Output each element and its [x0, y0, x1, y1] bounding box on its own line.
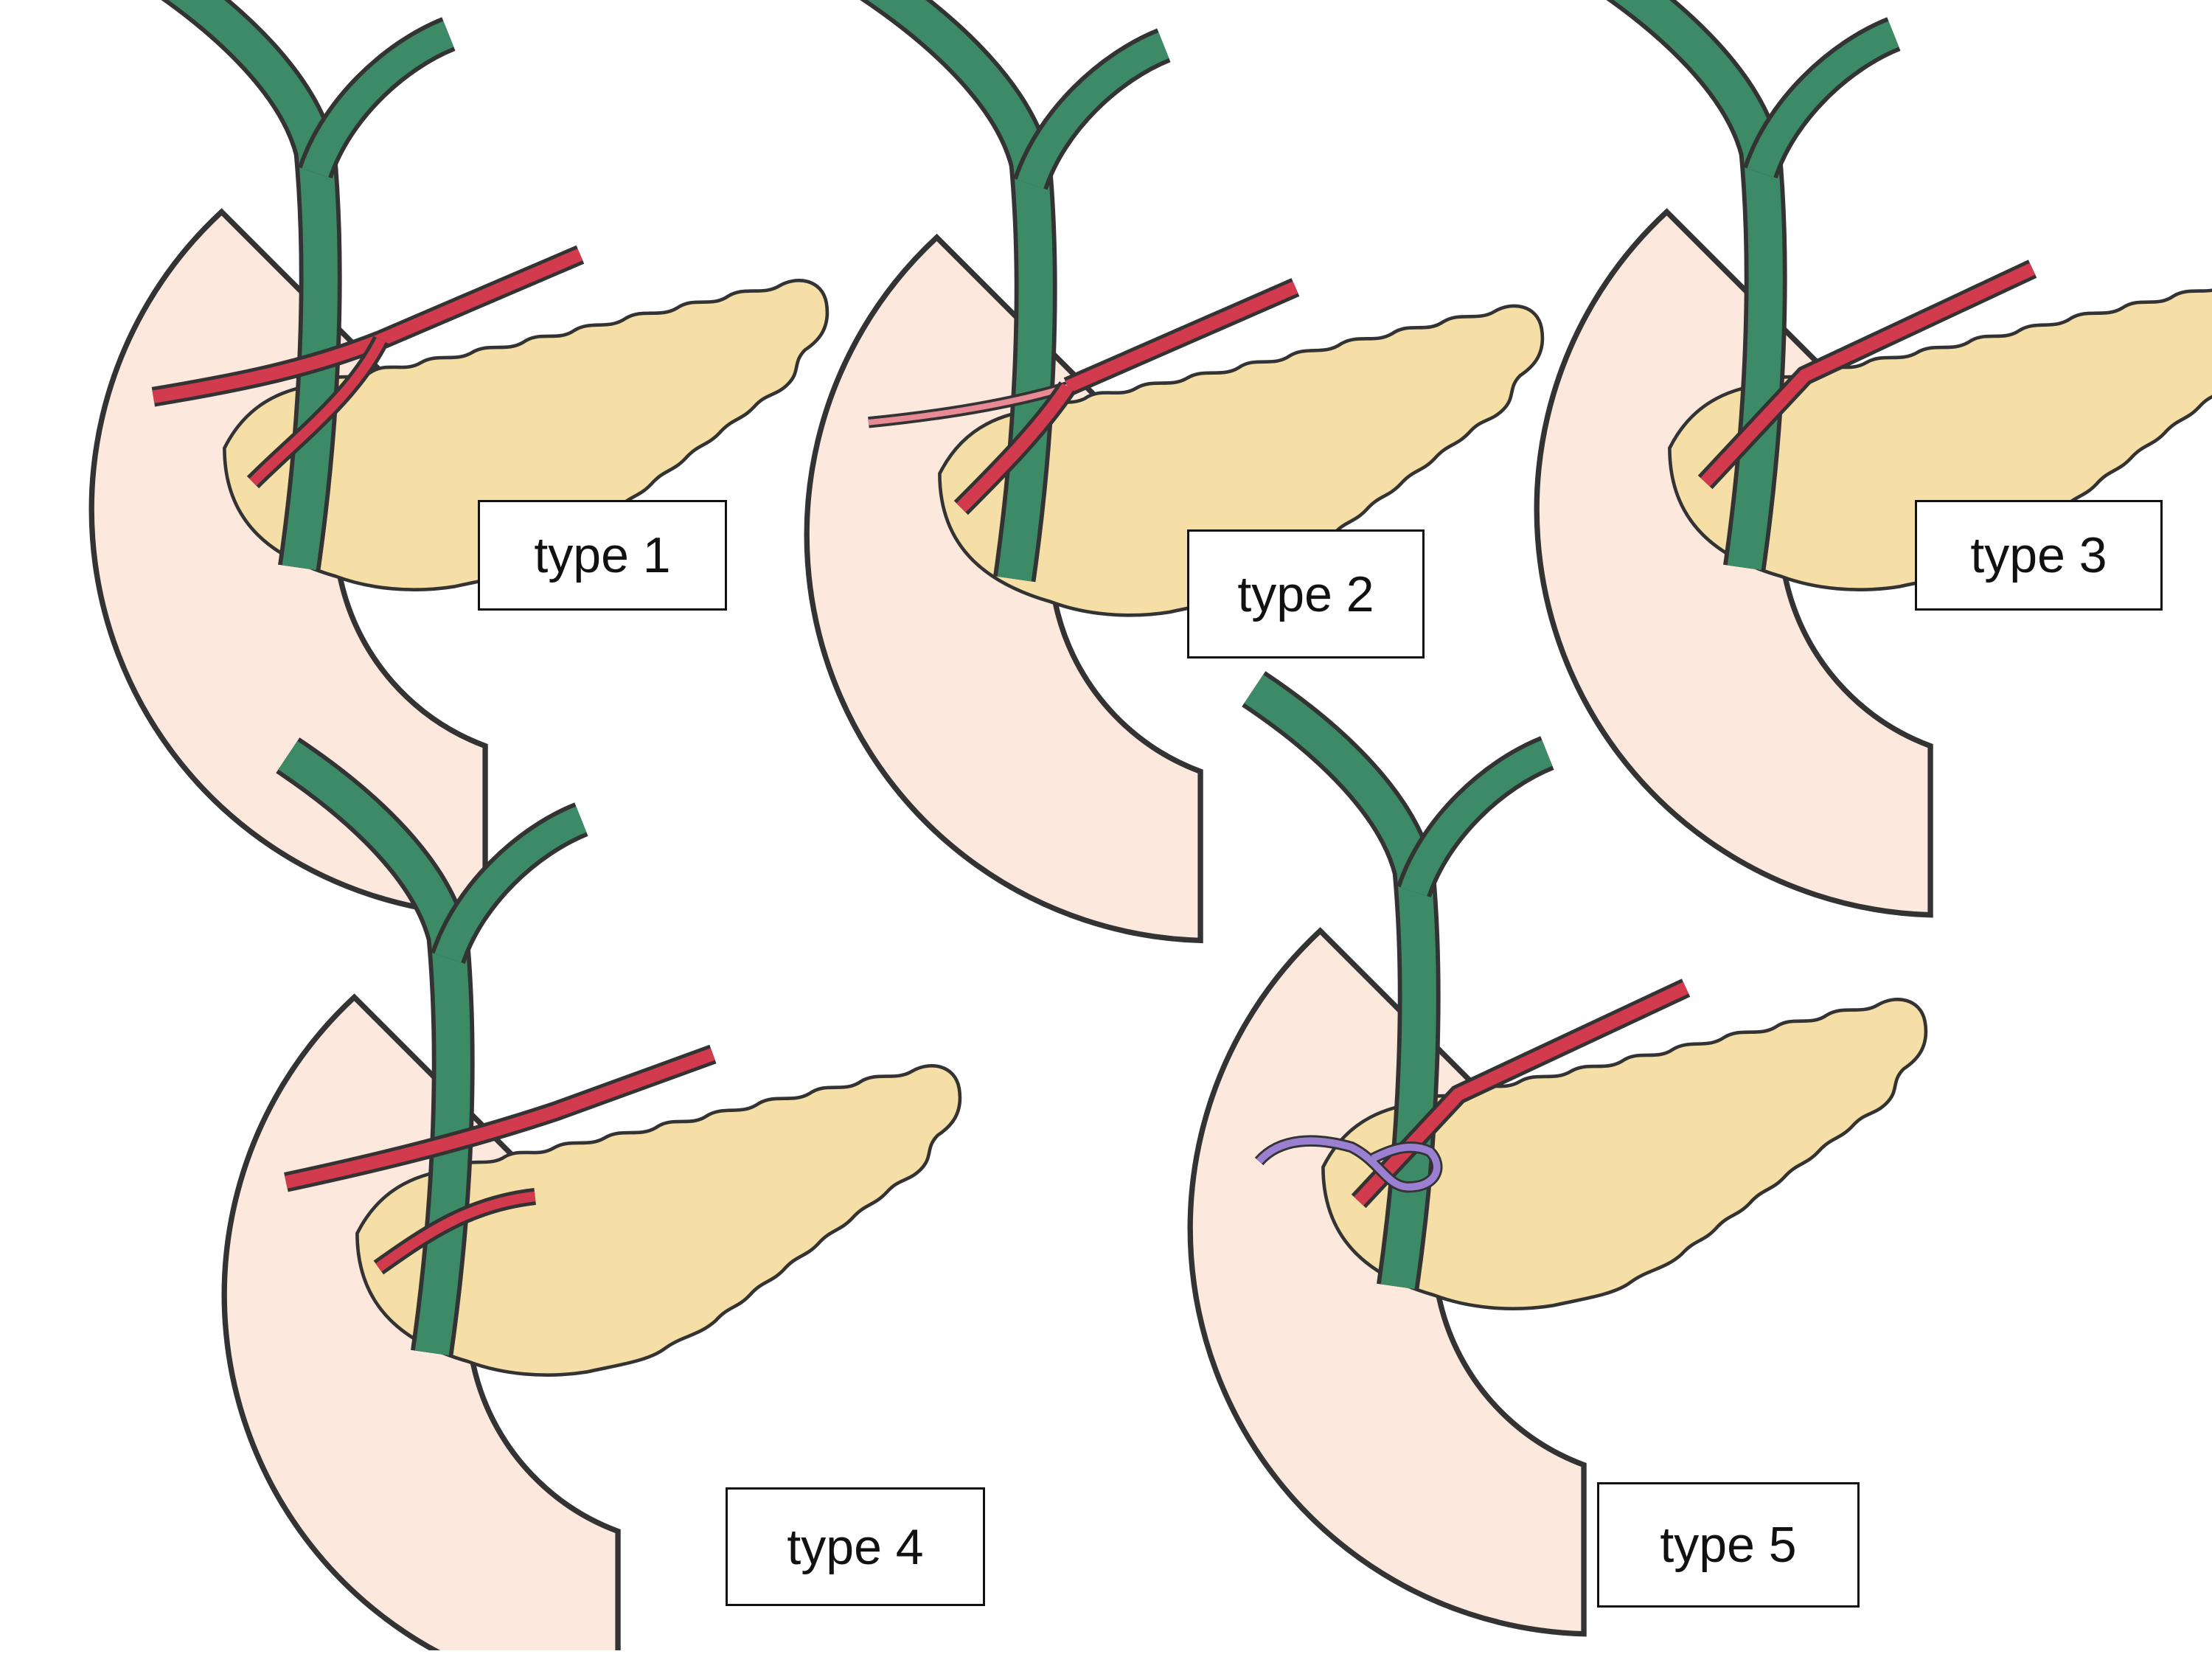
label-type-5: type 5 [1597, 1482, 1860, 1608]
panel-type-2 [807, 0, 1543, 940]
label-type-4: type 4 [726, 1487, 985, 1606]
label-type-2: type 2 [1187, 529, 1425, 659]
panel-type-1 [91, 0, 827, 915]
label-type-3: type 3 [1915, 500, 2163, 611]
panel-type-3 [1537, 0, 2212, 915]
panel-type-5 [1190, 689, 1926, 1634]
panel-type-4 [224, 755, 960, 1650]
label-type-1: type 1 [478, 500, 727, 611]
